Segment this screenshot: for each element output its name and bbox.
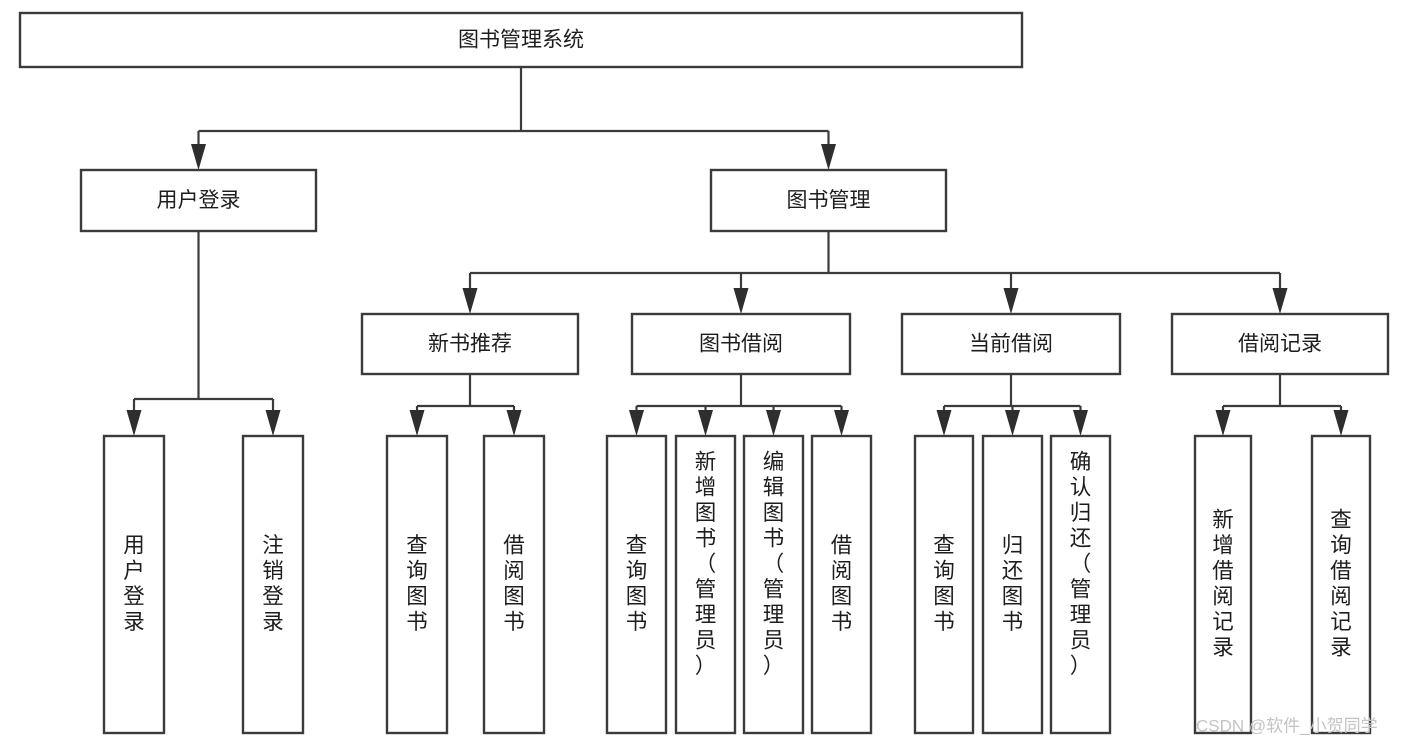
arrow-head-icon (629, 410, 644, 436)
node-box (630, 312, 852, 376)
arrow-head-icon (698, 410, 713, 436)
node-box (482, 434, 546, 735)
node-leaf-confirm-return[interactable]: 确认归还（管理员） (1049, 434, 1112, 735)
node-box (605, 434, 668, 735)
arrow-head-icon (821, 144, 836, 170)
node-label: 用户登录 (123, 533, 145, 634)
node-label: 确认归还（管理员） (1070, 449, 1092, 677)
arrow-head-icon (1215, 410, 1231, 436)
arrow-head-icon (733, 288, 749, 314)
node-new-book-rec[interactable]: 新书推荐 (360, 312, 580, 376)
arrow-head-icon (462, 288, 478, 314)
arrow-head-icon (766, 410, 781, 436)
node-label: 新书推荐 (428, 333, 512, 356)
node-leaf-query-book-rec[interactable]: 查询图书 (385, 434, 449, 735)
arrow-head-icon (1003, 288, 1019, 314)
node-label: 图书管理系统 (458, 29, 584, 52)
arrow-head-icon (1272, 288, 1288, 314)
node-leaf-add-record[interactable]: 新增借阅记录 (1193, 434, 1253, 735)
node-box (709, 168, 948, 233)
node-box (1049, 434, 1112, 735)
arrow-head-icon (936, 410, 952, 436)
node-book-manage[interactable]: 图书管理 (709, 168, 948, 233)
node-label: 借阅图书 (503, 533, 525, 634)
csdn-watermark: CSDN @软件_小贺同学 (1196, 716, 1378, 735)
node-box (18, 11, 1024, 69)
node-box (742, 434, 805, 735)
arrow-head-icon (1073, 410, 1088, 436)
node-current-borrow[interactable]: 当前借阅 (900, 312, 1122, 376)
arrow-head-icon (126, 410, 142, 436)
node-leaf-return-book[interactable]: 归还图书 (981, 434, 1044, 735)
node-label: 查询图书 (626, 533, 648, 634)
node-box (1170, 312, 1390, 376)
node-book-borrow[interactable]: 图书借阅 (630, 312, 852, 376)
node-borrow-record[interactable]: 借阅记录 (1170, 312, 1390, 376)
node-label: 归还图书 (1002, 533, 1024, 634)
node-leaf-borrow-book-bb[interactable]: 借阅图书 (810, 434, 873, 735)
node-label: 查询借阅记录 (1330, 507, 1352, 659)
node-box (360, 312, 580, 376)
arrow-head-icon (409, 410, 425, 436)
node-box (241, 434, 305, 735)
node-leaf-query-book-bb[interactable]: 查询图书 (605, 434, 668, 735)
node-box (102, 434, 166, 735)
node-label: 用户登录 (157, 189, 241, 212)
node-label: 图书管理 (787, 189, 871, 212)
node-root[interactable]: 图书管理系统 (18, 11, 1024, 69)
node-box (900, 312, 1122, 376)
node-label: 注销登录 (262, 533, 284, 634)
node-leaf-logout[interactable]: 注销登录 (241, 434, 305, 735)
node-user-login[interactable]: 用户登录 (79, 168, 318, 233)
node-leaf-query-book-cb[interactable]: 查询图书 (913, 434, 975, 735)
node-box (385, 434, 449, 735)
node-box (1193, 434, 1253, 735)
arrow-head-icon (1333, 410, 1349, 436)
node-leaf-borrow-book-rec[interactable]: 借阅图书 (482, 434, 546, 735)
node-leaf-edit-book[interactable]: 编辑图书（管理员） (742, 434, 805, 735)
node-box (810, 434, 873, 735)
node-label: 编辑图书（管理员） (763, 449, 785, 677)
node-label: 查询图书 (406, 533, 428, 634)
node-leaf-add-book[interactable]: 新增图书（管理员） (674, 434, 737, 735)
arrow-head-icon (506, 410, 522, 436)
node-label: 新增借阅记录 (1212, 507, 1234, 659)
node-leaf-query-record[interactable]: 查询借阅记录 (1310, 434, 1372, 735)
arrow-head-icon (191, 144, 206, 170)
arrow-head-icon (265, 410, 281, 436)
arrow-head-icon (1005, 410, 1020, 436)
node-box (79, 168, 318, 233)
connector-layer (126, 67, 1349, 436)
node-box (913, 434, 975, 735)
node-box (1310, 434, 1372, 735)
node-label: 新增图书（管理员） (695, 449, 717, 677)
arrow-head-icon (834, 410, 849, 436)
node-label: 当前借阅 (969, 333, 1053, 356)
node-layer: 图书管理系统用户登录图书管理新书推荐图书借阅当前借阅借阅记录用户登录注销登录查询… (18, 11, 1390, 735)
node-box (674, 434, 737, 735)
node-label: 借阅图书 (831, 533, 853, 634)
node-label: 借阅记录 (1238, 333, 1322, 356)
node-box (981, 434, 1044, 735)
node-label: 图书借阅 (699, 333, 783, 356)
node-label: 查询图书 (933, 533, 955, 634)
node-leaf-user-login[interactable]: 用户登录 (102, 434, 166, 735)
